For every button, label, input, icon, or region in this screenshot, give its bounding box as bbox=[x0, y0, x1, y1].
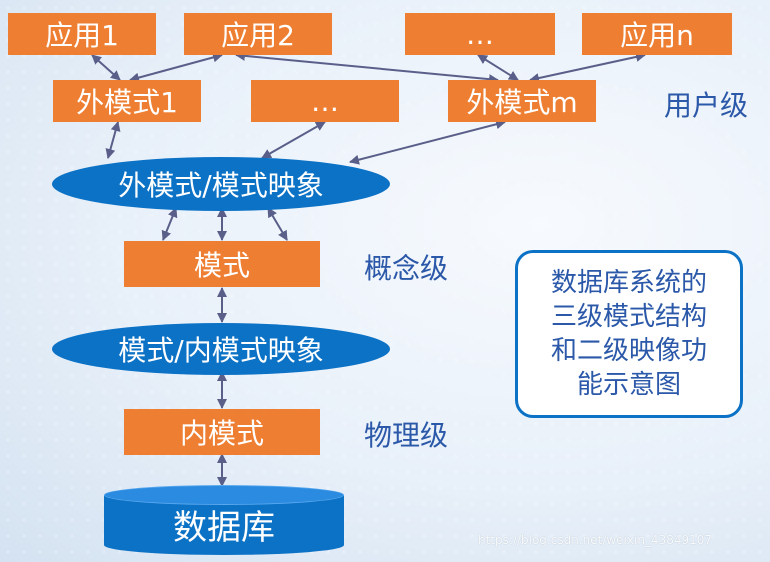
arrow-app1-ext1 bbox=[91, 54, 121, 81]
arrow-extm-map bbox=[349, 119, 506, 165]
arrow-app2-ext1 bbox=[129, 52, 223, 83]
arrow-app2-extm bbox=[235, 50, 499, 85]
arrow-extdots-map bbox=[261, 121, 326, 159]
watermark: https://blog.csdn.net/weixin_43849107 bbox=[478, 533, 713, 547]
arrow-ext1-map bbox=[105, 121, 121, 159]
app-box-1: 应用1 bbox=[8, 13, 156, 55]
level-label-conceptual: 概念级 bbox=[364, 252, 449, 285]
arrow-map-schema-right bbox=[267, 207, 288, 241]
database-cylinder-body bbox=[104, 495, 344, 555]
arrow-appdots-extm bbox=[477, 54, 519, 81]
external-mapping-ellipse: 外模式/模式映象 bbox=[52, 157, 390, 211]
app-box-n: 应用n bbox=[582, 13, 732, 55]
app-box-ellipsis: … bbox=[405, 13, 555, 55]
schema-box: 模式 bbox=[124, 241, 320, 287]
arrow-appn-extm bbox=[529, 52, 646, 83]
caption-text: 数据库系统的三级模式结构和二级映像功能示意图 bbox=[550, 268, 707, 400]
database-cylinder: 数据库 bbox=[104, 485, 344, 555]
external-schema-box-m: 外模式m bbox=[448, 80, 596, 122]
external-schema-box-1: 外模式1 bbox=[53, 80, 201, 122]
database-label: 数据库 bbox=[173, 508, 275, 548]
database-cylinder-top bbox=[104, 485, 344, 505]
external-schema-box-ellipsis: … bbox=[251, 80, 399, 122]
app-box-2: 应用2 bbox=[184, 13, 332, 55]
level-label-physical: 物理级 bbox=[364, 419, 449, 452]
arrow-map-schema-left bbox=[161, 207, 178, 241]
internal-schema-box: 内模式 bbox=[124, 409, 320, 455]
internal-mapping-ellipse: 模式/内模式映象 bbox=[52, 323, 390, 375]
level-label-user: 用户级 bbox=[664, 89, 749, 122]
caption-box: 数据库系统的三级模式结构和二级映像功能示意图 bbox=[515, 250, 743, 418]
